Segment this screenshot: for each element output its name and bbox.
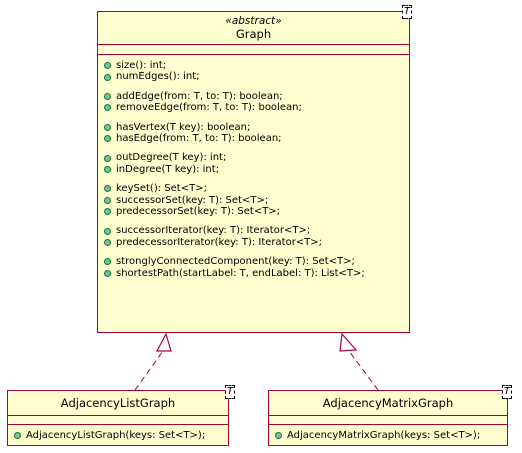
public-method-icon: [104, 227, 111, 235]
method-label: addEdge(from: T, to: T): boolean;: [116, 90, 283, 102]
public-method-icon: [104, 185, 111, 193]
method-group-gap: [98, 175, 409, 183]
method-label: AdjacencyMatrixGraph(keys: Set<T>);: [287, 430, 481, 441]
method-group-gap: [98, 248, 409, 256]
method-label: predecessorIterator(key: T): Iterator<T>…: [116, 236, 323, 248]
method-label: shortestPath(startLabel: T, endLabel: T)…: [116, 267, 365, 279]
method-item: size(): int;: [98, 60, 409, 71]
method-label: successorSet(key: T): Set<T>;: [116, 194, 269, 206]
method-item: hasEdge(from: T, to: T): boolean;: [98, 133, 409, 144]
method-item: successorIterator(key: T): Iterator<T>;: [98, 225, 409, 236]
class-list-graph-template-param: T: [225, 385, 235, 399]
method-item: keySet(): Set<T>;: [98, 183, 409, 194]
method-label: predecessorSet(key: T): Set<T>;: [116, 206, 281, 218]
method-item: stronglyConnectedComponent(key: T): Set<…: [98, 256, 409, 267]
method-item: outDegree(T key): int;: [98, 152, 409, 163]
method-item: removeEdge(from: T, to: T): boolean;: [98, 102, 409, 113]
method-item: successorSet(key: T): Set<T>;: [98, 195, 409, 206]
method-item: AdjacencyListGraph(keys: Set<T>);: [8, 430, 228, 441]
public-method-icon: [104, 135, 111, 143]
method-label: numEdges(): int;: [116, 71, 200, 83]
method-label: inDegree(T key): int;: [116, 163, 220, 175]
public-method-icon: [104, 73, 111, 81]
method-label: stronglyConnectedComponent(key: T): Set<…: [116, 256, 355, 268]
method-label: size(): int;: [116, 60, 167, 71]
method-label: outDegree(T key): int;: [116, 152, 227, 164]
public-method-icon: [104, 196, 111, 204]
public-method-icon: [104, 166, 111, 174]
realization-arrowhead-list-graph: [156, 332, 172, 352]
class-list-graph-name: AdjacencyListGraph: [60, 396, 176, 410]
method-label: hasEdge(from: T, to: T): boolean;: [116, 133, 282, 145]
method-item: numEdges(): int;: [98, 71, 409, 82]
class-graph-attributes: [98, 44, 409, 54]
class-graph-methods: size(): int;numEdges(): int; addEdge(from…: [98, 54, 409, 279]
class-matrix-graph-template-param: T: [502, 385, 512, 399]
method-group-gap: [98, 114, 409, 122]
method-item: AdjacencyMatrixGraph(keys: Set<T>);: [269, 430, 507, 441]
method-item: shortestPath(startLabel: T, endLabel: T)…: [98, 268, 409, 279]
class-matrix-graph-attributes: [269, 415, 507, 424]
method-item: predecessorSet(key: T): Set<T>;: [98, 206, 409, 217]
public-method-icon: [104, 62, 111, 70]
realization-arrowhead-matrix-graph: [339, 332, 358, 352]
class-list-graph-attributes: [8, 415, 228, 424]
method-label: AdjacencyListGraph(keys: Set<T>);: [26, 430, 206, 441]
public-method-icon: [104, 269, 111, 277]
method-item: addEdge(from: T, to: T): boolean;: [98, 91, 409, 102]
class-graph-stereotype: «abstract»: [225, 15, 282, 27]
method-item: hasVertex(T key): boolean;: [98, 122, 409, 133]
method-group-gap: [98, 83, 409, 91]
public-method-icon: [275, 432, 282, 440]
realization-line-list-graph: [134, 350, 164, 391]
class-list-graph-methods: AdjacencyListGraph(keys: Set<T>);: [8, 424, 228, 441]
public-method-icon: [104, 104, 111, 112]
public-method-icon: [104, 123, 111, 131]
class-graph-name: Graph: [235, 27, 272, 41]
public-method-icon: [104, 208, 111, 216]
class-matrix-graph-methods: AdjacencyMatrixGraph(keys: Set<T>);: [269, 424, 507, 441]
class-graph[interactable]: «abstract» Graph size(): int;numEdges():…: [97, 11, 410, 333]
class-adjacency-list-graph[interactable]: AdjacencyListGraph AdjacencyListGraph(ke…: [7, 390, 229, 446]
method-group-gap: [98, 217, 409, 225]
public-method-icon: [104, 154, 111, 162]
class-graph-template-param: T: [402, 5, 412, 19]
method-group-gap: [98, 144, 409, 152]
method-label: removeEdge(from: T, to: T): boolean;: [116, 102, 302, 114]
public-method-icon: [104, 258, 111, 266]
public-method-icon: [14, 432, 21, 440]
class-graph-header: «abstract» Graph: [98, 12, 409, 44]
public-method-icon: [104, 239, 111, 247]
method-item: inDegree(T key): int;: [98, 164, 409, 175]
method-label: successorIterator(key: T): Iterator<T>;: [116, 225, 311, 237]
public-method-icon: [104, 93, 111, 101]
class-matrix-graph-header: AdjacencyMatrixGraph: [269, 391, 507, 415]
class-matrix-graph-name: AdjacencyMatrixGraph: [322, 396, 454, 410]
class-list-graph-header: AdjacencyListGraph: [8, 391, 228, 415]
realization-line-matrix-graph: [348, 350, 379, 391]
method-label: keySet(): Set<T>;: [116, 183, 207, 195]
class-adjacency-matrix-graph[interactable]: AdjacencyMatrixGraph AdjacencyMatrixGrap…: [268, 390, 508, 446]
method-label: hasVertex(T key): boolean;: [116, 121, 251, 133]
method-item: predecessorIterator(key: T): Iterator<T>…: [98, 237, 409, 248]
